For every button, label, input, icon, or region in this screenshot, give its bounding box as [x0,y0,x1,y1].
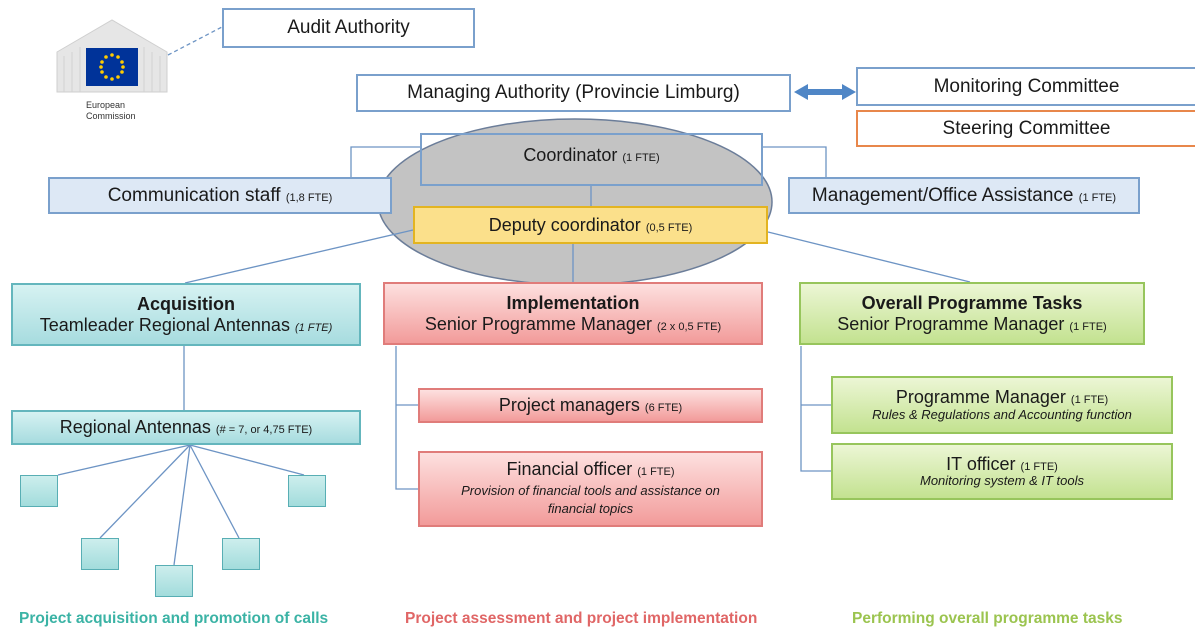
programme-manager-desc: Rules & Regulations and Accounting funct… [872,406,1132,422]
overall-tasks-box: Overall Programme Tasks Senior Programme… [799,282,1145,345]
audit-authority-box: Audit Authority [222,8,475,48]
it-officer-label: IT officer [946,453,1016,474]
coordinator-fte: (1 FTE) [622,152,660,164]
line-to-overall [767,231,971,283]
deputy-coordinator-label: Deputy coordinator [488,214,641,235]
antenna-box-2 [81,538,119,570]
implementation-subtitle: Senior Programme Manager [424,313,652,334]
line-impl-bracket [395,346,418,490]
double-arrow [794,84,856,100]
project-managers-box: Project managers (6 FTE) [418,388,763,423]
communication-staff-fte: (1,8 FTE) [285,191,333,204]
audit-authority-label: Audit Authority [287,17,410,39]
it-officer-fte: (1 FTE) [1020,460,1058,473]
financial-officer-desc: Provision of financial tools and assista… [461,482,720,517]
financial-officer-box: Financial officer (1 FTE) Provision of f… [418,451,763,527]
audit-dashed-line [167,26,223,56]
monitoring-committee-label: Monitoring Committee [933,75,1120,97]
management-assistance-fte: (1 FTE) [1078,191,1117,204]
antenna-box-1 [20,475,58,507]
implementation-title: Implementation [506,292,640,313]
steering-committee-box: Steering Committee [856,110,1195,147]
programme-manager-box: Programme Manager (1 FTE) Rules & Regula… [831,376,1173,434]
footer-overall: Performing overall programme tasks [852,610,1123,627]
footer-acquisition: Project acquisition and promotion of cal… [19,610,329,627]
overall-tasks-fte: (1 FTE) [1069,320,1107,333]
managing-authority-label: Managing Authority (Provincie Limburg) [407,82,740,104]
regional-antennas-label: Regional Antennas [59,417,211,438]
managing-authority-box: Managing Authority (Provincie Limburg) [356,74,791,112]
management-assistance-box: Management/Office Assistance (1 FTE) [788,177,1140,214]
project-managers-fte: (6 FTE) [644,402,683,415]
antenna-box-4 [222,538,260,570]
steering-committee-label: Steering Committee [942,117,1111,139]
it-officer-desc: Monitoring system & IT tools [920,473,1084,489]
programme-manager-label: Programme Manager [895,387,1066,408]
regional-antennas-box: Regional Antennas (# = 7, or 4,75 FTE) [11,410,361,445]
overall-tasks-subtitle: Senior Programme Manager [837,313,1065,334]
acquisition-fte: (1 FTE) [294,321,333,334]
deputy-coordinator-box: Deputy coordinator (0,5 FTE) [413,206,768,244]
acquisition-subtitle: Teamleader Regional Antennas [39,314,290,335]
european-commission-logo: European Commission [52,12,172,132]
communication-staff-label: Communication staff [107,184,281,206]
financial-officer-label: Financial officer [506,458,633,479]
antenna-box-3 [155,565,193,597]
programme-manager-fte: (1 FTE) [1070,394,1109,407]
deputy-coordinator-fte: (0,5 FTE) [645,221,693,234]
communication-staff-box: Communication staff (1,8 FTE) [48,177,392,214]
management-assistance-label: Management/Office Assistance [811,184,1074,206]
ec-logo-line1: European [86,100,126,110]
ec-logo-line2: Commission [86,111,136,121]
acquisition-box: Acquisition Teamleader Regional Antennas… [11,283,361,346]
ec-building-icon [56,19,168,93]
line-coord-comm [350,146,420,177]
overall-tasks-title: Overall Programme Tasks [861,292,1083,313]
project-managers-label: Project managers [498,395,640,416]
regional-antennas-fte: (# = 7, or 4,75 FTE) [215,424,313,437]
line-to-acquisition [184,229,414,284]
implementation-box: Implementation Senior Programme Manager … [383,282,763,345]
financial-officer-fte: (1 FTE) [637,465,675,478]
it-officer-box: IT officer (1 FTE) Monitoring system & I… [831,443,1173,500]
implementation-fte: (2 x 0,5 FTE) [656,320,722,333]
acquisition-title: Acquisition [137,293,235,314]
line-overall-bracket [800,346,831,472]
coordinator-box: Coordinator (1 FTE) [420,133,763,186]
monitoring-committee-box: Monitoring Committee [856,67,1195,106]
antenna-box-5 [288,475,326,507]
coordinator-label: Coordinator [523,145,618,165]
line-coord-mgmt [763,146,827,177]
footer-implementation: Project assessment and project implement… [405,610,758,627]
